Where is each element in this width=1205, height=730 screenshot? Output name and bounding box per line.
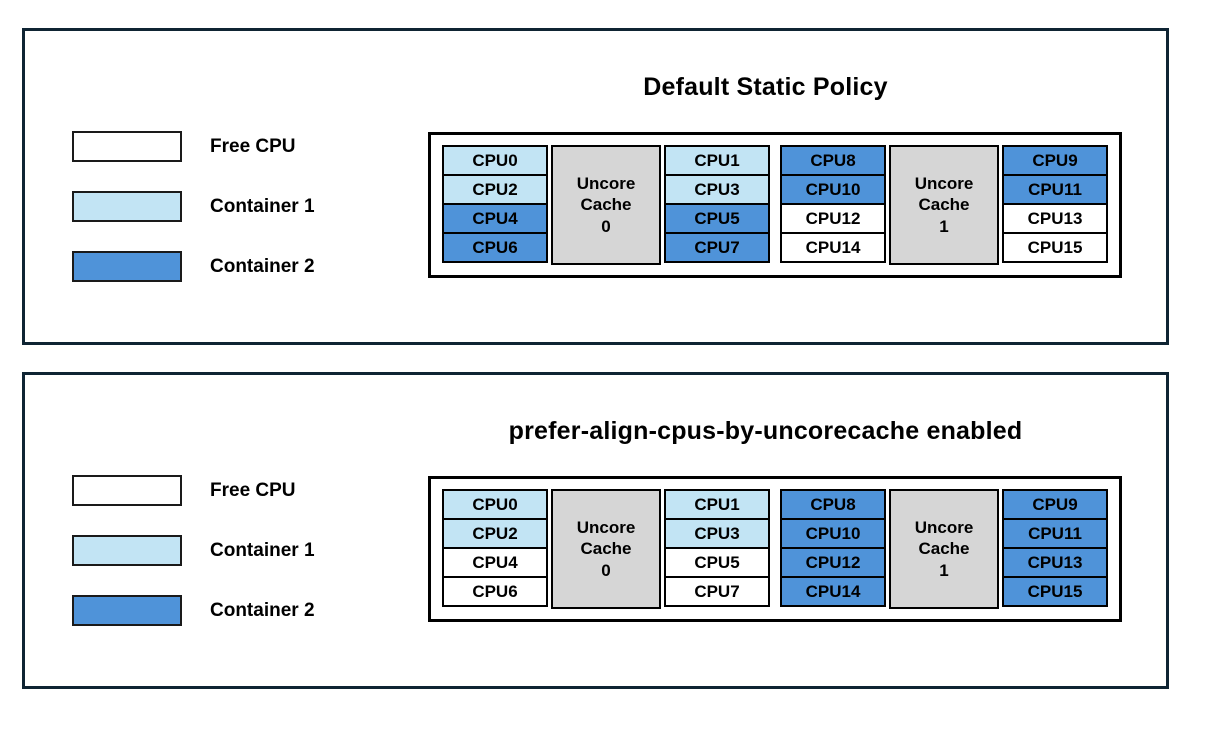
cpu-cell: CPU2 [442,174,548,205]
cpu-cell: CPU15 [1002,232,1108,263]
cpu-column-right: CPU9 CPU11 CPU13 CPU15 [1002,489,1108,609]
uncore-group-0: CPU0 CPU2 CPU4 CPU6 Uncore Cache 0 CPU1 … [442,489,770,609]
cpu-cell: CPU0 [442,145,548,176]
cpu-cell: CPU11 [1002,174,1108,205]
cpu-cell: CPU10 [780,518,886,549]
cache-label-line: 0 [601,560,611,580]
cpu-column-right: CPU1 CPU3 CPU5 CPU7 [664,145,770,265]
cpu-cell: CPU9 [1002,489,1108,520]
uncore-cache-box: Uncore Cache 1 [889,145,999,265]
uncore-group-1: CPU8 CPU10 CPU12 CPU14 Uncore Cache 1 CP… [780,489,1108,609]
legend-item-container-2: Container 2 [72,251,315,282]
legend-swatch-container2 [72,251,182,282]
cpu-column-left: CPU8 CPU10 CPU12 CPU14 [780,145,886,265]
cpu-cell: CPU1 [664,489,770,520]
cpu-cell: CPU13 [1002,203,1108,234]
cpu-cell: CPU12 [780,203,886,234]
legend-swatch-container2 [72,595,182,626]
legend-item-free-cpu: Free CPU [72,131,315,162]
cache-label-line: 1 [939,560,949,580]
uncore-cache-box: Uncore Cache 1 [889,489,999,609]
cpu-cell: CPU6 [442,232,548,263]
cpu-cell: CPU4 [442,547,548,578]
legend: Free CPU Container 1 Container 2 [72,131,315,311]
legend-label: Container 2 [210,599,315,621]
cache-label-line: 1 [939,216,949,236]
panel-default-static-policy: Default Static Policy Free CPU Container… [22,28,1169,345]
cpu-cell: CPU6 [442,576,548,607]
cpu-cell: CPU7 [664,232,770,263]
uncore-cache-box: Uncore Cache 0 [551,489,661,609]
legend-label: Free CPU [210,479,296,501]
legend-swatch-container1 [72,191,182,222]
cpu-cell: CPU15 [1002,576,1108,607]
cpu-cell: CPU8 [780,489,886,520]
cpu-cell: CPU5 [664,203,770,234]
cpu-cell: CPU3 [664,174,770,205]
cpu-column-left: CPU0 CPU2 CPU4 CPU6 [442,489,548,609]
cache-label-line: Cache [918,195,970,215]
cache-label-line: Cache [580,195,632,215]
cache-label-line: Uncore [576,518,636,538]
cpu-cell: CPU8 [780,145,886,176]
cpu-cell: CPU2 [442,518,548,549]
cpu-cell: CPU4 [442,203,548,234]
uncore-group-1: CPU8 CPU10 CPU12 CPU14 Uncore Cache 1 CP… [780,145,1108,265]
cpu-cell: CPU13 [1002,547,1108,578]
cache-label-line: Uncore [914,518,974,538]
legend-item-container-2: Container 2 [72,595,315,626]
legend-item-container-1: Container 1 [72,535,315,566]
cpu-column-left: CPU0 CPU2 CPU4 CPU6 [442,145,548,265]
cache-label-line: Cache [580,539,632,559]
uncore-cache-box: Uncore Cache 0 [551,145,661,265]
cache-label-line: Cache [918,539,970,559]
cpu-cell: CPU14 [780,232,886,263]
cache-label-line: Uncore [576,174,636,194]
panel-prefer-align-uncorecache: prefer-align-cpus-by-uncorecache enabled… [22,372,1169,689]
uncore-group-0: CPU0 CPU2 CPU4 CPU6 Uncore Cache 0 CPU1 … [442,145,770,265]
cpu-cell: CPU12 [780,547,886,578]
cpu-cell: CPU11 [1002,518,1108,549]
legend-label: Container 2 [210,255,315,277]
cpu-column-left: CPU8 CPU10 CPU12 CPU14 [780,489,886,609]
legend-label: Container 1 [210,195,315,217]
panel-title: Default Static Policy [643,73,888,101]
cpu-cell: CPU0 [442,489,548,520]
legend-swatch-container1 [72,535,182,566]
legend-item-free-cpu: Free CPU [72,475,315,506]
legend-swatch-free [72,475,182,506]
cpu-column-right: CPU1 CPU3 CPU5 CPU7 [664,489,770,609]
cache-label-line: 0 [601,216,611,236]
cpu-topology-diagram: CPU0 CPU2 CPU4 CPU6 Uncore Cache 0 CPU1 … [428,476,1122,622]
cpu-cell: CPU9 [1002,145,1108,176]
cpu-cell: CPU3 [664,518,770,549]
cache-label-line: Uncore [914,174,974,194]
legend-item-container-1: Container 1 [72,191,315,222]
legend: Free CPU Container 1 Container 2 [72,475,315,655]
cpu-cell: CPU7 [664,576,770,607]
cpu-topology-diagram: CPU0 CPU2 CPU4 CPU6 Uncore Cache 0 CPU1 … [428,132,1122,278]
legend-label: Free CPU [210,135,296,157]
panel-title: prefer-align-cpus-by-uncorecache enabled [508,417,1023,445]
cpu-column-right: CPU9 CPU11 CPU13 CPU15 [1002,145,1108,265]
cpu-cell: CPU5 [664,547,770,578]
cpu-cell: CPU1 [664,145,770,176]
legend-label: Container 1 [210,539,315,561]
cpu-cell: CPU14 [780,576,886,607]
legend-swatch-free [72,131,182,162]
cpu-cell: CPU10 [780,174,886,205]
